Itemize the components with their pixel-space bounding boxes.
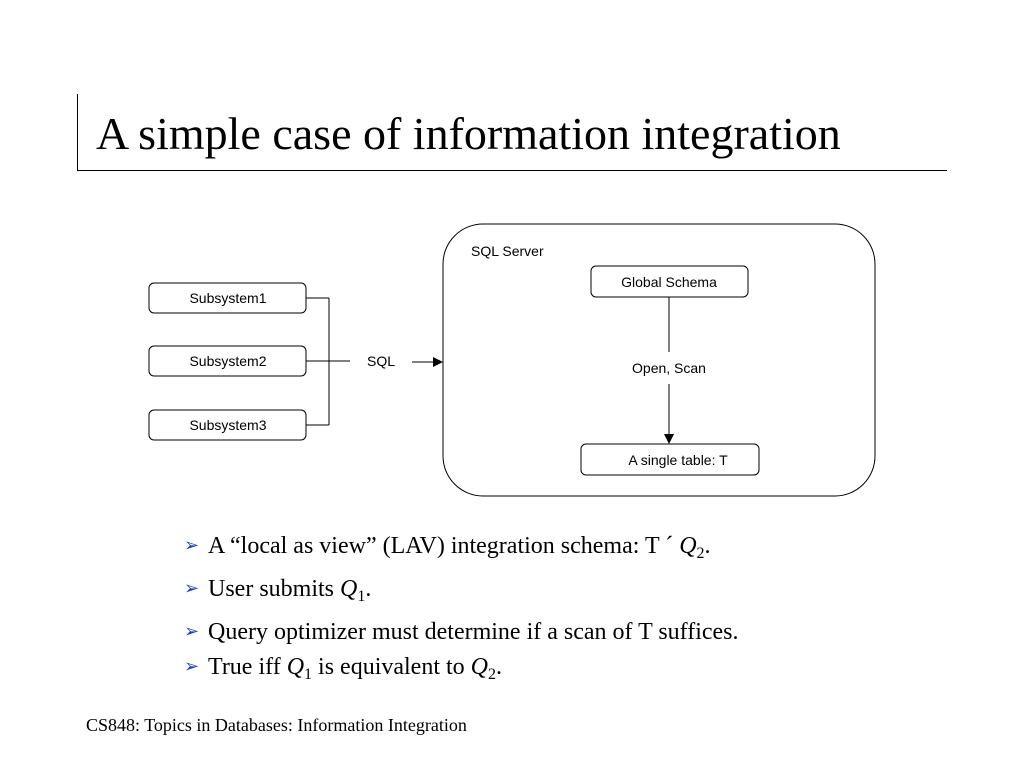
subsystem-2-node: Subsystem2 — [148, 345, 307, 377]
bullet-3-text: Query optimizer must determine if a scan… — [208, 619, 739, 645]
bullet-2-text: User submits — [208, 576, 340, 602]
bullet-item: ➢True iff Q1 is equivalent to Q2. — [184, 649, 739, 692]
bullet-4-subscript-2: 2 — [488, 666, 497, 683]
slide-title: A simple case of information integration — [96, 108, 841, 159]
subsystem-1-label: Subsystem1 — [189, 290, 266, 306]
arrow-bullet-icon: ➢ — [184, 656, 200, 676]
bullet-4-text: True iff — [208, 654, 287, 680]
bullet-2-subscript: 1 — [357, 588, 366, 605]
bullet-2-end: . — [365, 576, 372, 602]
subsystem-connector — [306, 297, 350, 426]
arrow-bullet-icon: ➢ — [184, 621, 200, 641]
subsystem-3-label: Subsystem3 — [189, 417, 266, 433]
single-table-label: A single table: T — [628, 452, 728, 468]
sql-server-label: SQL Server — [471, 243, 544, 259]
arrow-bullet-icon: ➢ — [184, 578, 200, 598]
subsystem-3-node: Subsystem3 — [148, 409, 307, 441]
sql-server-container — [442, 223, 876, 497]
slide-footer: CS848: Topics in Databases: Information … — [86, 715, 467, 735]
bullet-1-text: A “local as view” (LAV) integration sche… — [208, 533, 680, 559]
subsystem-1-node: Subsystem1 — [148, 282, 307, 314]
arrow-bullet-icon: ➢ — [184, 535, 200, 555]
title-rule-horizontal — [77, 170, 947, 171]
bullet-list: ➢ A “local as view” (LAV) integration sch… — [184, 528, 739, 692]
bullet-1-end: . — [704, 533, 711, 559]
bullet-4-variable-1: Q — [286, 654, 305, 680]
bullet-1-variable: Q — [679, 533, 697, 559]
subsystem-2-label: Subsystem2 — [189, 353, 266, 369]
bullet-4-middle: is equivalent to — [312, 654, 471, 680]
bullet-4-subscript-1: 1 — [304, 666, 313, 683]
bullet-item: ➢ A “local as view” (LAV) integration sch… — [184, 528, 739, 571]
global-schema-node: Global Schema — [590, 265, 749, 298]
bullet-4-variable-2: Q — [470, 654, 489, 680]
global-schema-label: Global Schema — [621, 274, 717, 290]
bullet-item: ➢ User submits Q1. — [184, 571, 739, 614]
single-table-node: A single table: T — [580, 443, 760, 476]
bullet-1-subscript: 2 — [696, 545, 705, 562]
bullet-item: ➢ Query optimizer must determine if a sca… — [184, 614, 739, 649]
sql-connector-label: SQL — [367, 353, 395, 369]
open-scan-label: Open, Scan — [632, 360, 706, 376]
bullet-2-variable: Q — [340, 576, 358, 602]
title-rule-vertical — [77, 94, 78, 171]
bullet-4-end: . — [496, 654, 503, 680]
